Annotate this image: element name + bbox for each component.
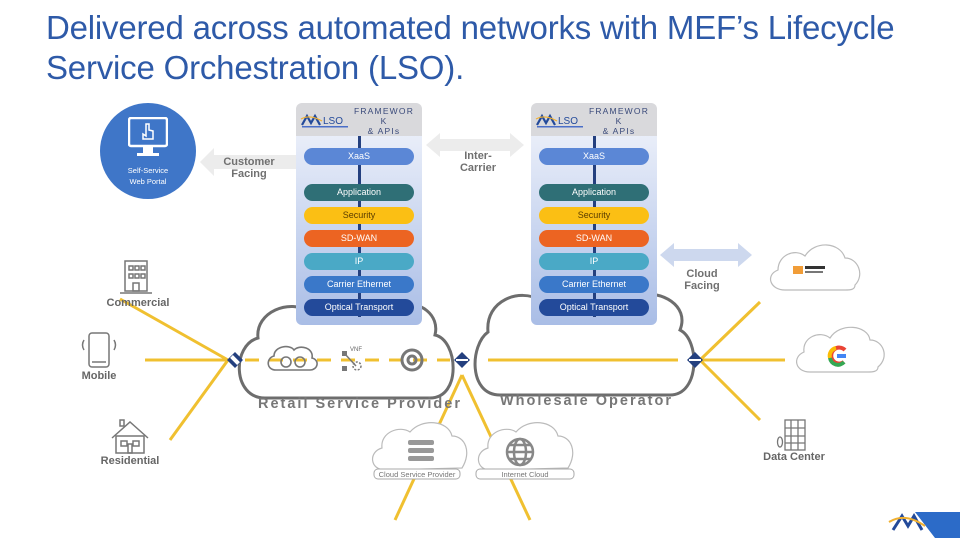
csp-label: Cloud Service Provider: [378, 470, 456, 479]
layer-application[interactable]: Application: [539, 184, 649, 201]
layer-optical-transport[interactable]: Optical Transport: [539, 299, 649, 316]
aws-logo-icon: [793, 266, 825, 274]
svg-text:LSO: LSO: [323, 116, 343, 127]
data-center-icon: [776, 419, 806, 451]
customer-facing-line1: Customer: [223, 156, 275, 168]
retail-service-provider-label: Retail Service Provider: [258, 396, 462, 412]
layer-ip[interactable]: IP: [539, 253, 649, 270]
cloud-facing-line2: Facing: [684, 280, 720, 292]
framework-line3: & APIs: [367, 126, 401, 136]
link-residential: [168, 359, 230, 441]
intercarrier-label: Inter- Carrier: [450, 150, 506, 174]
cloud-facing-line1: Cloud: [686, 268, 718, 280]
layer-carrier-ethernet[interactable]: Carrier Ethernet: [539, 276, 649, 293]
layer-carrier-ethernet[interactable]: Carrier Ethernet: [304, 276, 414, 293]
link-aws: [698, 300, 762, 362]
footer-band: [915, 512, 960, 538]
globe-icon: [505, 437, 535, 467]
monitor-touch-icon: [128, 117, 168, 156]
framework-line1: FRAMEWOR: [588, 106, 650, 116]
mobile-label: Mobile: [81, 370, 117, 382]
mef-footer-logo-icon: [888, 513, 926, 531]
customer-facing-line2: Facing: [231, 168, 267, 180]
mef-lso-logo-icon: LSO: [300, 113, 348, 128]
csp-cloud: [372, 422, 468, 471]
orchestration-gear-icon: [400, 348, 424, 372]
svg-text:LSO: LSO: [558, 116, 578, 127]
portal-label-line2: Web Portal: [129, 177, 167, 186]
vnf-icon: [342, 351, 362, 371]
stack-spine: [358, 136, 361, 317]
internet-label-box: [475, 468, 575, 480]
residential-label: Residential: [100, 455, 160, 467]
layer-sdwan[interactable]: SD-WAN: [539, 230, 649, 247]
cloud-facing-arrow-icon: [660, 243, 752, 267]
wholesale-operator-label: Wholesale Operator: [500, 393, 673, 409]
stack-header: LSO FRAMEWOR K & APIs: [531, 103, 657, 136]
link-commercial: [119, 297, 229, 362]
portal-label-line1: Self-Service: [127, 166, 169, 175]
google-logo-icon: [827, 345, 847, 367]
framework-line1: FRAMEWOR: [353, 106, 415, 116]
customer-facing-arrow-icon: [200, 148, 312, 176]
mobile-phone-icon: [81, 332, 117, 368]
commercial-label: Commercial: [106, 297, 170, 309]
server-icon: [408, 440, 434, 461]
framework-apis-label: FRAMEWOR K & APIs: [348, 106, 420, 136]
stack-header: LSO FRAMEWOR K & APIs: [296, 103, 422, 136]
data-center-label: Data Center: [763, 451, 825, 463]
framework-apis-label: FRAMEWOR K & APIs: [583, 106, 655, 136]
intercarrier-arrow-icon: [426, 133, 524, 157]
link-datacenter: [698, 358, 762, 422]
layer-sdwan[interactable]: SD-WAN: [304, 230, 414, 247]
customer-facing-label: Customer Facing: [218, 156, 280, 180]
layer-application[interactable]: Application: [304, 184, 414, 201]
self-service-portal[interactable]: Self-Service Web Portal: [100, 103, 196, 199]
framework-line2: K: [615, 116, 623, 126]
layer-security[interactable]: Security: [539, 207, 649, 224]
layer-security[interactable]: Security: [304, 207, 414, 224]
intercarrier-line1: Inter-: [464, 150, 492, 162]
house-icon: [111, 419, 149, 454]
wholesale-lso-stack: LSO FRAMEWOR K & APIs XaaS Application S…: [531, 103, 657, 325]
layer-ip[interactable]: IP: [304, 253, 414, 270]
links: [119, 297, 785, 521]
layer-optical-transport[interactable]: Optical Transport: [304, 299, 414, 316]
cloud-network-icon: [267, 345, 318, 371]
portal-label: Self-Service Web Portal: [100, 165, 196, 187]
slide-title: Delivered across automated networks with…: [46, 9, 895, 86]
cloud-facing-label: Cloud Facing: [674, 268, 730, 292]
vnf-label: VNF: [350, 347, 362, 353]
layer-xaas[interactable]: XaaS: [304, 148, 414, 165]
intercarrier-line2: Carrier: [459, 162, 497, 174]
stack-spine: [593, 136, 596, 317]
google-cloud: [796, 326, 885, 373]
mef-lso-logo-icon: LSO: [535, 113, 583, 128]
framework-line3: & APIs: [602, 126, 636, 136]
framework-line2: K: [380, 116, 388, 126]
csp-label-box: [373, 468, 461, 480]
retail-lso-stack: LSO FRAMEWOR K & APIs XaaS Application S…: [296, 103, 422, 325]
building-icon: [120, 260, 152, 294]
layer-xaas[interactable]: XaaS: [539, 148, 649, 165]
internet-cloud-label: Internet Cloud: [501, 470, 549, 479]
